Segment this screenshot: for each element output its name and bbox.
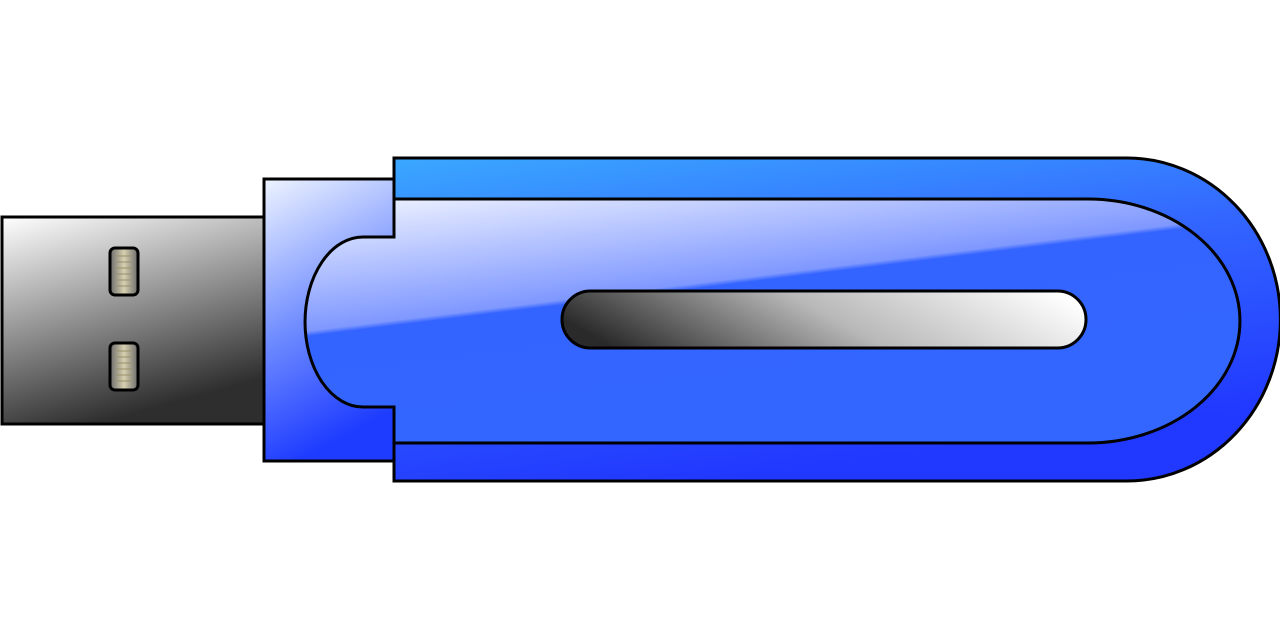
drive-slot [560, 289, 1088, 350]
usb-contact-window-bottom [108, 341, 140, 392]
usb-contact-window-top [108, 246, 140, 297]
